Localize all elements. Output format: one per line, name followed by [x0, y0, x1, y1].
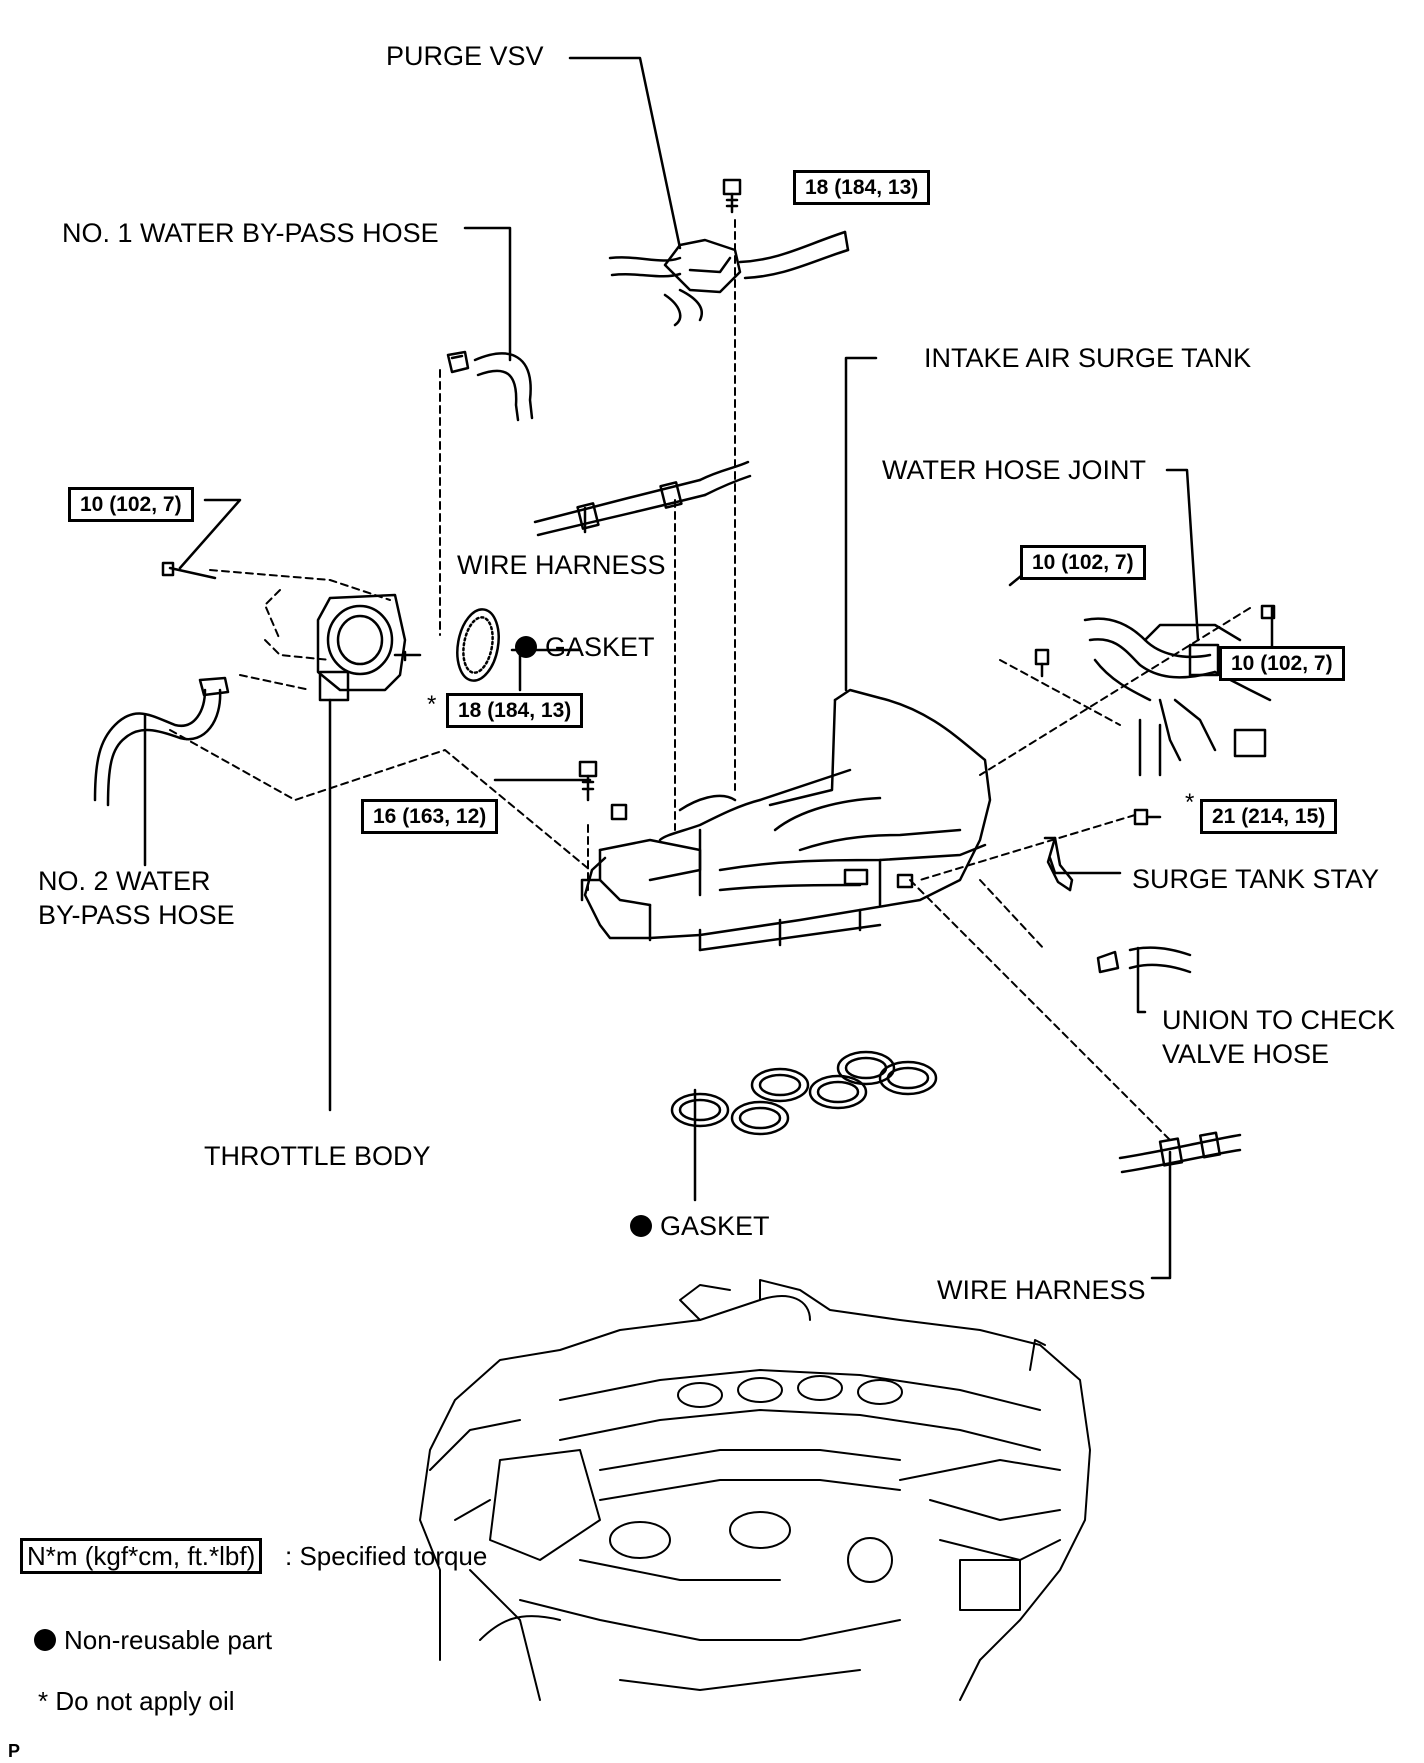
label-water-hose-joint: WATER HOSE JOINT	[882, 455, 1147, 485]
label-union-hose-line2: VALVE HOSE	[1162, 1039, 1330, 1069]
label-no2-hose-line1: NO. 2 WATER	[38, 866, 211, 896]
surge-tank-part	[580, 688, 992, 952]
wire-harness-lower-part	[1118, 1131, 1242, 1174]
no2-hose-part	[93, 676, 230, 807]
surge-tank-bolts	[578, 760, 1162, 826]
water-hose-joint-part	[1034, 604, 1276, 777]
label-surge-tank-stay: SURGE TANK STAY	[1132, 864, 1380, 894]
legend-torque-unit: N*m (kgf*cm, ft.*lbf)	[20, 1538, 263, 1574]
non-reusable-dot-icon	[515, 636, 537, 658]
label-throttle-body: THROTTLE BODY	[204, 1141, 431, 1171]
label-wire-harness-upper: WIRE HARNESS	[457, 550, 666, 580]
torque-throttle-bolt: 10 (102, 7)	[68, 487, 194, 522]
no-oil-star: *	[427, 691, 437, 718]
surge-tank-stay-part	[1043, 836, 1074, 892]
label-gasket-manifold: GASKET	[630, 1213, 770, 1240]
label-gasket-throttle: GASKET	[515, 634, 655, 661]
label-intake-air-surge-tank: INTAKE AIR SURGE TANK	[924, 343, 1252, 373]
non-reusable-dot-icon	[630, 1215, 652, 1237]
engine-illustration	[419, 1279, 1091, 1701]
label-wire-harness-lower: WIRE HARNESS	[937, 1275, 1146, 1305]
label-purge-vsv: PURGE VSV	[386, 41, 544, 71]
torque-surge-tank-nut: 16 (163, 12)	[361, 799, 499, 834]
legend-torque-text: : Specified torque	[285, 1541, 488, 1571]
no-oil-star: *	[1185, 789, 1195, 816]
label-no2-hose-line2: BY-PASS HOSE	[38, 900, 235, 930]
corner-mark: P	[8, 1741, 21, 1761]
label-no1-water-bypass-hose: NO. 1 WATER BY-PASS HOSE	[62, 218, 439, 248]
purge-vsv-part	[608, 178, 850, 327]
torque-water-joint-bolt-left: 10 (102, 7)	[1020, 545, 1146, 580]
torque-surge-tank-bolt: 18 (184, 13)	[446, 693, 584, 728]
throttle-body-part	[161, 561, 422, 702]
manifold-gasket-part	[670, 1050, 938, 1136]
legend-no-oil: * Do not apply oil	[38, 1686, 235, 1716]
torque-purge-vsv-bolt: 18 (184, 13)	[793, 170, 931, 205]
torque-water-joint-bolt-right: 10 (102, 7)	[1219, 646, 1345, 681]
label-union-hose-line1: UNION TO CHECK	[1162, 1005, 1396, 1035]
wire-harness-upper-part	[533, 460, 752, 537]
dashed-alignment-lines	[169, 219, 1251, 1141]
no1-hose-part	[446, 350, 534, 422]
throttle-gasket-part	[456, 608, 500, 682]
union-hose-part	[1096, 946, 1192, 974]
legend-non-reusable: Non-reusable part	[34, 1627, 272, 1653]
non-reusable-dot-icon	[34, 1629, 56, 1651]
torque-stay-bolt: 21 (214, 15)	[1200, 799, 1338, 834]
